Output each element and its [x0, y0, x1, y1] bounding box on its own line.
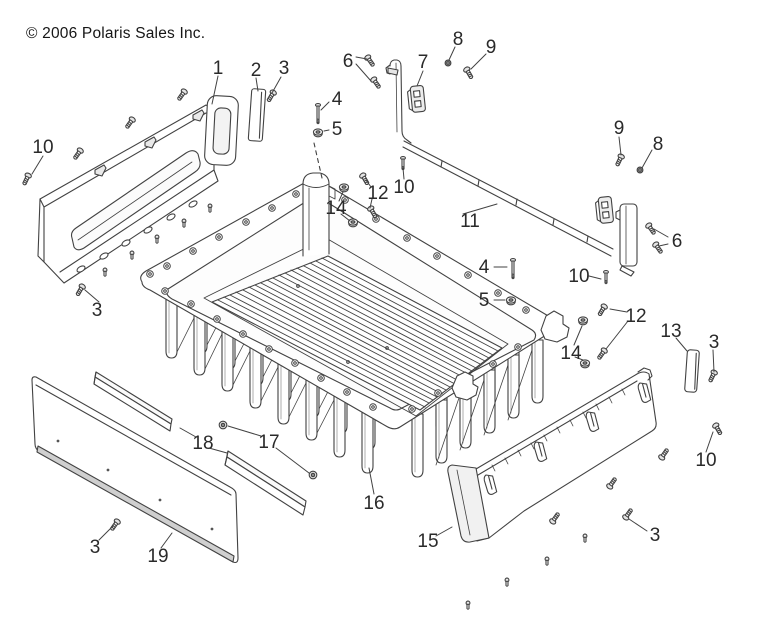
- leader-lines: [31, 46, 715, 549]
- callout-16: 16: [363, 493, 384, 514]
- callout-1: 1: [213, 58, 224, 79]
- part-filler-strip-left: [247, 88, 267, 142]
- callout-6-a: 6: [343, 51, 354, 72]
- callout-4-b: 4: [479, 257, 490, 278]
- callout-8-a: 8: [453, 29, 464, 50]
- callout-19: 19: [147, 546, 168, 567]
- callout-3-e: 3: [650, 525, 661, 546]
- part-skid-strip: [93, 371, 173, 432]
- callout-8-b: 8: [653, 134, 664, 155]
- callout-5-a: 5: [332, 119, 343, 140]
- part-tailgate-panel: [31, 376, 239, 564]
- part-skid-strip: [224, 450, 307, 516]
- callout-12-a: 12: [367, 183, 388, 204]
- callout-18: 18: [192, 433, 213, 454]
- part-filler-strip-right: [684, 349, 700, 393]
- callout-2: 2: [251, 60, 262, 81]
- callout-7: 7: [418, 52, 429, 73]
- callout-labels: 1 2 3 6 7 8 9 4 5 10 9 8 12 10 14 11 6 1…: [32, 29, 719, 567]
- part-side-panel: [447, 367, 657, 543]
- part-box-body: [140, 172, 570, 478]
- callout-11: 11: [460, 211, 480, 232]
- callout-14-b: 14: [560, 343, 582, 364]
- callout-17: 17: [258, 432, 279, 453]
- callout-9-b: 9: [614, 118, 625, 139]
- callout-10-c: 10: [568, 266, 589, 287]
- callout-6-b: 6: [672, 231, 683, 252]
- callout-9-a: 9: [486, 37, 497, 58]
- callout-12-b: 12: [625, 306, 646, 327]
- callout-3-b: 3: [709, 332, 720, 353]
- callout-3-d: 3: [90, 537, 101, 558]
- callout-13: 13: [660, 321, 681, 342]
- callout-10-b: 10: [393, 177, 414, 198]
- callout-15: 15: [417, 531, 438, 552]
- callout-4-a: 4: [332, 89, 343, 110]
- callout-10-d: 10: [695, 450, 716, 471]
- callout-3-c: 3: [92, 300, 103, 321]
- part-latch-bracket: [594, 195, 615, 225]
- callout-5-b: 5: [479, 290, 490, 311]
- part-front-panel: [37, 95, 239, 284]
- assembly-axis-line: [313, 142, 323, 179]
- callout-3-a: 3: [279, 58, 290, 79]
- callout-14-a: 14: [325, 198, 347, 219]
- part-latch-bracket: [406, 84, 427, 114]
- part-rear-rail: [385, 59, 638, 277]
- copyright-text: © 2006 Polaris Sales Inc.: [26, 25, 206, 42]
- callout-10-a: 10: [32, 137, 53, 158]
